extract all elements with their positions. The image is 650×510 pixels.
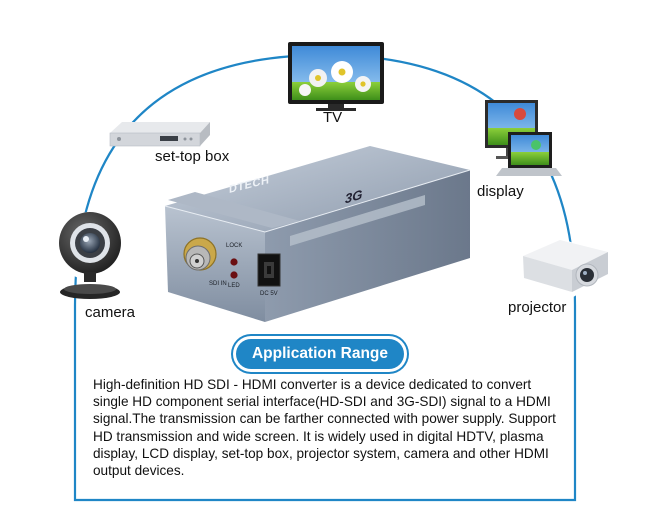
- set-top-box-icon: [109, 122, 210, 147]
- application-range-title: Application Range: [236, 339, 404, 369]
- port-dc-label: DC 5V: [260, 291, 278, 297]
- camera-label: camera: [85, 304, 136, 321]
- port-led-label: LED: [228, 283, 240, 289]
- display-label: display: [477, 183, 524, 200]
- camera-icon: [59, 212, 121, 299]
- tv-icon: [288, 42, 384, 111]
- set-top-box-label: set-top box: [155, 148, 230, 165]
- port-sdi-in-label: SDI IN: [209, 281, 227, 287]
- tv-label: TV: [323, 109, 343, 126]
- port-lock-label: LOCK: [226, 243, 243, 249]
- application-description: High-definition HD SDI - HDMI converter …: [93, 377, 556, 479]
- converter-device: [164, 146, 471, 322]
- display-icon: [485, 100, 562, 176]
- projector-icon: [523, 240, 608, 292]
- projector-label: projector: [508, 299, 567, 316]
